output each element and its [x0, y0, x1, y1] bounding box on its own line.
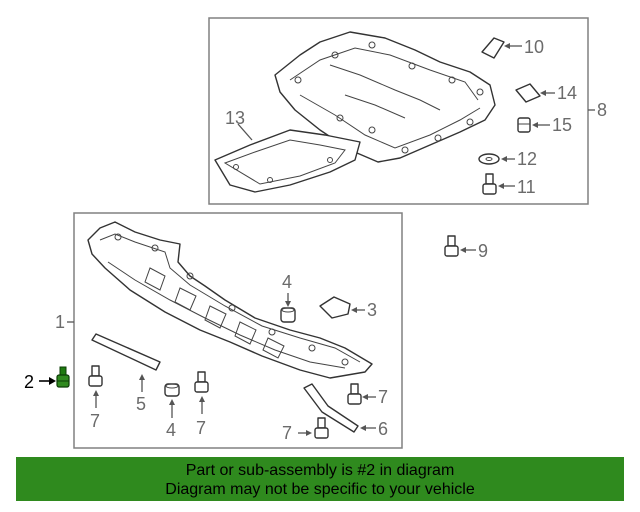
parts-diagram: 8 13 10 14 15: [24, 17, 607, 449]
callout-1: 1: [55, 312, 65, 332]
callout-3: 3: [367, 300, 377, 320]
callout-5: 5: [136, 394, 146, 414]
callout-7-a: 7: [90, 411, 100, 431]
callout-2: 2: [24, 372, 34, 392]
front-undercover: [87, 221, 373, 379]
part-5-strip: [91, 333, 161, 371]
part-7-bolt-b: [194, 371, 209, 393]
callout-14: 14: [557, 83, 577, 103]
banner-line-2: Diagram may not be specific to your vehi…: [165, 481, 475, 498]
part-6-strip: [303, 383, 359, 433]
part-11-bolt: [482, 173, 497, 195]
callout-4-lower: 4: [166, 420, 176, 440]
callout-13: 13: [225, 108, 245, 128]
part-15-nut: [517, 117, 531, 133]
info-banner: Part or sub-assembly is #2 in diagram Di…: [16, 457, 624, 501]
part-4-nut-lower: [164, 383, 180, 397]
part-10-bracket: [481, 37, 505, 59]
callout-8: 8: [597, 100, 607, 120]
callout-7-c: 7: [378, 387, 388, 407]
callout-11: 11: [517, 177, 536, 197]
part-9-bolt: [444, 235, 459, 257]
part-7-bolt-a: [88, 365, 103, 387]
callout-4-upper: 4: [282, 272, 292, 292]
callout-10: 10: [524, 37, 544, 57]
part-4-nut-upper: [280, 307, 296, 323]
callout-7-b: 7: [196, 418, 206, 438]
callout-9: 9: [478, 241, 488, 261]
callout-12: 12: [517, 149, 537, 169]
banner-line-1: Part or sub-assembly is #2 in diagram: [185, 462, 455, 479]
callout-15: 15: [552, 115, 572, 135]
callout-6: 6: [378, 419, 388, 439]
part-2-bolt-highlighted[interactable]: [56, 366, 70, 388]
part-14-clip: [515, 83, 541, 103]
part-12-washer: [478, 153, 500, 165]
callout-7-d: 7: [282, 423, 292, 443]
part-13-panel: [214, 129, 361, 193]
upper-undercover-panel: [274, 31, 496, 163]
part-7-bolt-c: [347, 383, 362, 405]
part-7-bolt-d: [314, 417, 329, 439]
part-3-clip: [319, 296, 351, 319]
